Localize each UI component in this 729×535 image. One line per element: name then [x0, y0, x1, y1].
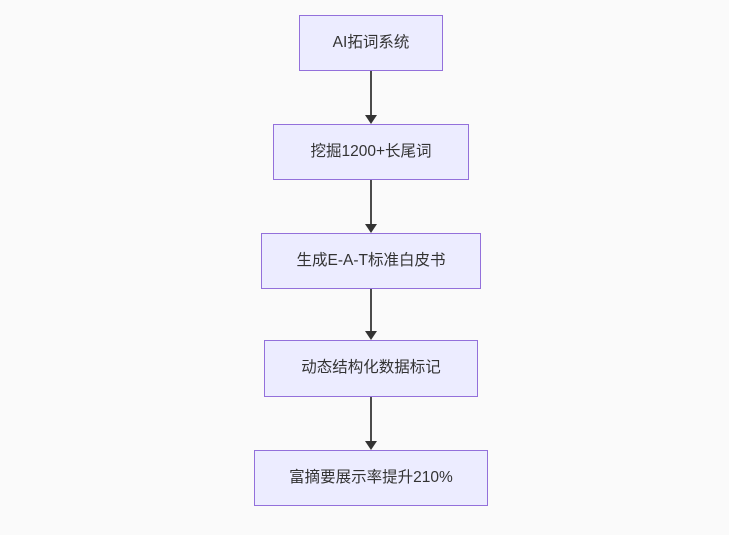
arrow-line: [370, 397, 372, 441]
flow-node-label: 动态结构化数据标记: [301, 359, 441, 377]
edge-arrow-2: [364, 180, 378, 233]
edge-arrow-1: [364, 71, 378, 124]
arrow-line: [370, 289, 372, 331]
flow-node-label: AI拓词系统: [332, 33, 410, 51]
flow-node-ai-keyword-system: AI拓词系统: [299, 15, 443, 71]
arrow-line: [370, 180, 372, 224]
arrowhead-down-icon: [365, 115, 377, 124]
edge-arrow-4: [364, 397, 378, 450]
arrowhead-down-icon: [365, 331, 377, 340]
edge-arrow-3: [364, 289, 378, 340]
arrowhead-down-icon: [365, 224, 377, 233]
arrow-line: [370, 71, 372, 115]
arrowhead-down-icon: [365, 441, 377, 450]
flow-node-rich-snippet-uplift: 富摘要展示率提升210%: [254, 450, 488, 506]
flow-node-label: 富摘要展示率提升210%: [289, 468, 453, 486]
flow-node-label: 挖掘1200+长尾词: [310, 142, 432, 160]
flow-node-dynamic-structured-data: 动态结构化数据标记: [264, 340, 478, 397]
flow-node-label: 生成E-A-T标准白皮书: [296, 251, 446, 269]
flow-node-generate-eat-whitepaper: 生成E-A-T标准白皮书: [261, 233, 481, 289]
flow-node-mine-longtail-keywords: 挖掘1200+长尾词: [273, 124, 469, 180]
